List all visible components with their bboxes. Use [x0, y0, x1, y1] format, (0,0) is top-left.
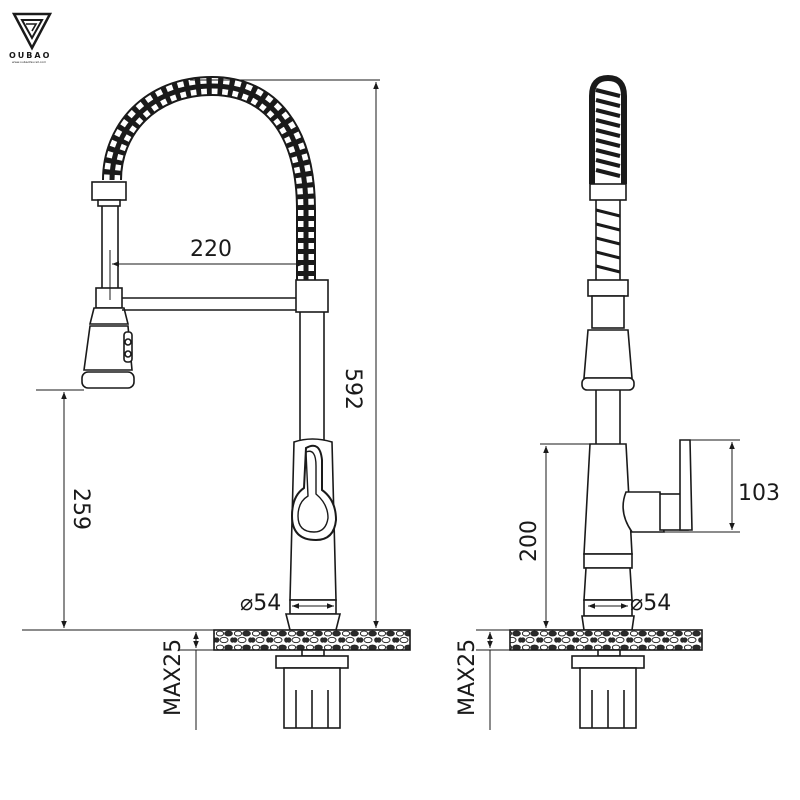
- label-sprayer-clearance: 259: [68, 488, 93, 530]
- spring-coil-front: [589, 75, 627, 184]
- faucet-handle: [290, 444, 338, 542]
- faucet-base: [284, 613, 342, 631]
- sprayer-holder: [91, 181, 127, 201]
- front-view: [581, 75, 693, 631]
- brand-logo: OUBAO www.oubaofaucet.com: [9, 12, 53, 64]
- label-deck-thickness-front: MAX25: [455, 639, 480, 716]
- label-handle-position: 200: [517, 520, 542, 562]
- mounting-hardware-front: [571, 649, 645, 729]
- label-base-diameter-side: ⌀54: [240, 591, 281, 616]
- label-base-diameter-front: ⌀54: [630, 591, 671, 616]
- sprayer-head-front: [583, 329, 633, 379]
- countertop-side: [213, 629, 411, 651]
- label-total-height: 592: [340, 368, 365, 410]
- logo-mark-icon: [11, 12, 53, 51]
- sprayer-head: [81, 287, 135, 389]
- side-view: [81, 75, 342, 631]
- mounting-hardware-side: [275, 649, 349, 729]
- label-handle-height: 103: [738, 481, 780, 506]
- countertop-front: [509, 629, 703, 651]
- tube-collar: [295, 279, 329, 313]
- spring-coil: [102, 75, 316, 282]
- faucet-handle-front: [622, 439, 693, 533]
- label-spout-reach: 220: [190, 237, 232, 262]
- label-deck-thickness-side: MAX25: [161, 639, 186, 716]
- brand-website: www.oubaofaucet.com: [12, 60, 46, 64]
- brand-name: OUBAO: [9, 51, 51, 60]
